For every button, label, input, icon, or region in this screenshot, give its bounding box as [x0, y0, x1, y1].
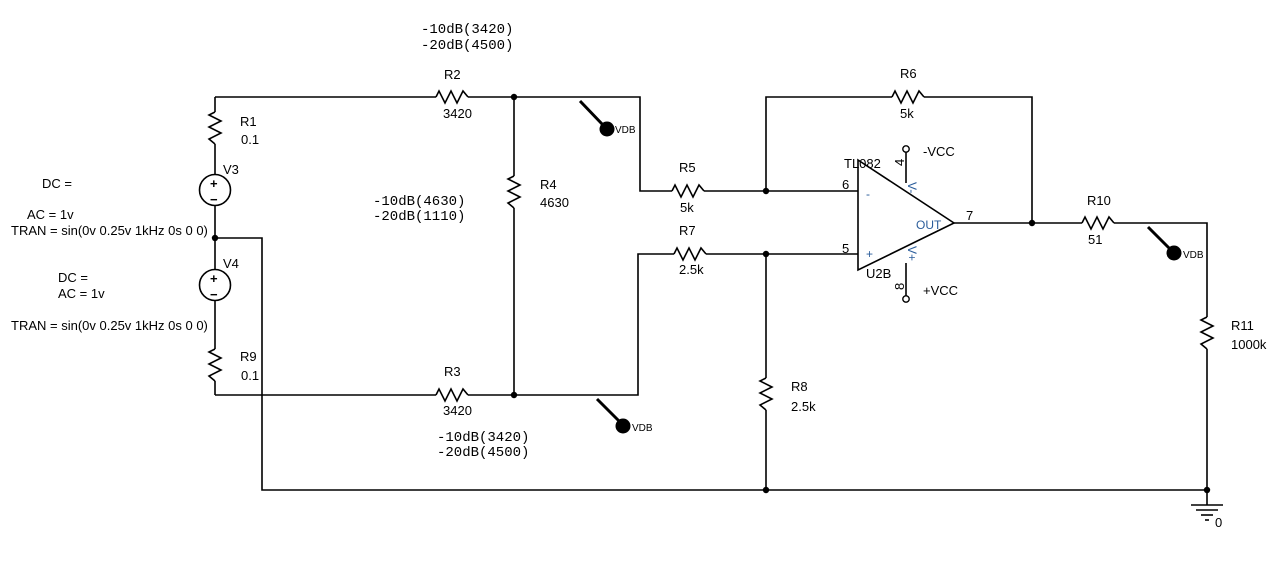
ground-label: 0: [1215, 515, 1222, 530]
ground-symbol: 0: [1191, 504, 1223, 530]
opamp-ref: U2B: [866, 266, 891, 281]
note-mid-2: -20dB(1110): [373, 209, 465, 225]
r10-name: R10: [1087, 193, 1111, 208]
resistor-r5[interactable]: R5 5k: [671, 160, 705, 215]
pin-marker-vneg: V-: [905, 182, 919, 193]
resistor-r4[interactable]: R4 4630: [506, 175, 569, 210]
vneg-label: -VCC: [923, 144, 955, 159]
resistor-r9[interactable]: R9 0.1: [207, 348, 259, 383]
probe-bottom-label: VDB: [632, 423, 653, 434]
v3-plus: +: [210, 176, 218, 191]
r2-name: R2: [444, 67, 461, 82]
note-top-1: -10dB(3420): [421, 22, 513, 38]
v4-minus: −: [210, 287, 218, 302]
source-v4[interactable]: + − V4 DC = AC = 1v TRAN = sin(0v 0.25v …: [11, 256, 239, 333]
vpos-label: +VCC: [923, 283, 958, 298]
r11-name: R11: [1231, 318, 1254, 333]
pin-7: 7: [966, 208, 973, 223]
notes: -10dB(3420) -20dB(4500) -10dB(4630) -20d…: [373, 22, 529, 461]
resistor-r8[interactable]: R8 2.5k: [758, 377, 816, 414]
vcc-pos-terminal: [902, 295, 910, 303]
pin-5: 5: [842, 241, 849, 256]
resistor-r7[interactable]: R7 2.5k: [673, 223, 707, 277]
opamp-part: TL082: [844, 156, 881, 171]
r2-value: 3420: [443, 106, 472, 121]
note-bot-1: -10dB(3420): [437, 430, 529, 446]
r8-name: R8: [791, 379, 808, 394]
note-bot-2: -20dB(4500): [437, 445, 529, 461]
v3-minus: −: [210, 192, 218, 207]
r8-value: 2.5k: [791, 399, 816, 414]
note-top-2: -20dB(4500): [421, 38, 513, 54]
wires: [214, 96, 1208, 505]
r4-value: 4630: [540, 195, 569, 210]
opamp-out-label: OUT: [916, 218, 942, 232]
r7-name: R7: [679, 223, 696, 238]
v4-tran: TRAN = sin(0v 0.25v 1kHz 0s 0 0): [11, 318, 208, 333]
r6-name: R6: [900, 66, 917, 81]
pin-8: 8: [892, 283, 907, 290]
v4-plus: +: [210, 271, 218, 286]
resistor-r2[interactable]: R2 3420: [435, 67, 472, 121]
r11-value: 1000k: [1231, 337, 1267, 352]
r5-value: 5k: [680, 200, 694, 215]
r7-value: 2.5k: [679, 262, 704, 277]
v3-ac: AC = 1v: [27, 207, 74, 222]
opamp-noninv-sign: +: [866, 247, 873, 261]
resistor-r10[interactable]: R10 51: [1081, 193, 1115, 247]
probe-vdb-top[interactable]: VDB: [578, 99, 636, 137]
opamp-u2b[interactable]: TL082 U2B OUT - + 6 5 7 4 8 V- V+ -VCC +…: [842, 144, 973, 303]
r1-name: R1: [240, 114, 257, 129]
v3-dc: DC =: [42, 176, 72, 191]
r9-name: R9: [240, 349, 257, 364]
junctions: [211, 93, 1211, 494]
resistor-r6[interactable]: R6 5k: [891, 66, 925, 121]
probe-vdb-output[interactable]: VDB: [1146, 225, 1204, 261]
r1-value: 0.1: [241, 132, 259, 147]
v4-ac: AC = 1v: [58, 286, 105, 301]
pin-4: 4: [892, 159, 907, 166]
resistor-r3[interactable]: R3 3420: [435, 364, 472, 418]
opamp-inv-sign: -: [866, 187, 870, 201]
r5-name: R5: [679, 160, 696, 175]
note-mid-1: -10dB(4630): [373, 194, 465, 210]
probe-top-label: VDB: [615, 125, 636, 136]
probe-vdb-bottom[interactable]: VDB: [595, 397, 653, 434]
resistor-r11[interactable]: R11 1000k: [1199, 316, 1267, 352]
r3-name: R3: [444, 364, 461, 379]
pin-marker-vpos: V+: [905, 246, 919, 261]
v4-name: V4: [223, 256, 239, 271]
r3-value: 3420: [443, 403, 472, 418]
r9-value: 0.1: [241, 368, 259, 383]
r4-name: R4: [540, 177, 557, 192]
resistor-r1[interactable]: R1 0.1: [207, 111, 259, 147]
probe-output-label: VDB: [1183, 250, 1204, 261]
vcc-neg-terminal: [902, 145, 910, 153]
v3-name: V3: [223, 162, 239, 177]
r6-value: 5k: [900, 106, 914, 121]
pin-6: 6: [842, 177, 849, 192]
v4-dc: DC =: [58, 270, 88, 285]
r10-value: 51: [1088, 232, 1102, 247]
source-v3[interactable]: + − V3 DC = AC = 1v TRAN = sin(0v 0.25v …: [11, 162, 239, 238]
v3-tran: TRAN = sin(0v 0.25v 1kHz 0s 0 0): [11, 223, 208, 238]
